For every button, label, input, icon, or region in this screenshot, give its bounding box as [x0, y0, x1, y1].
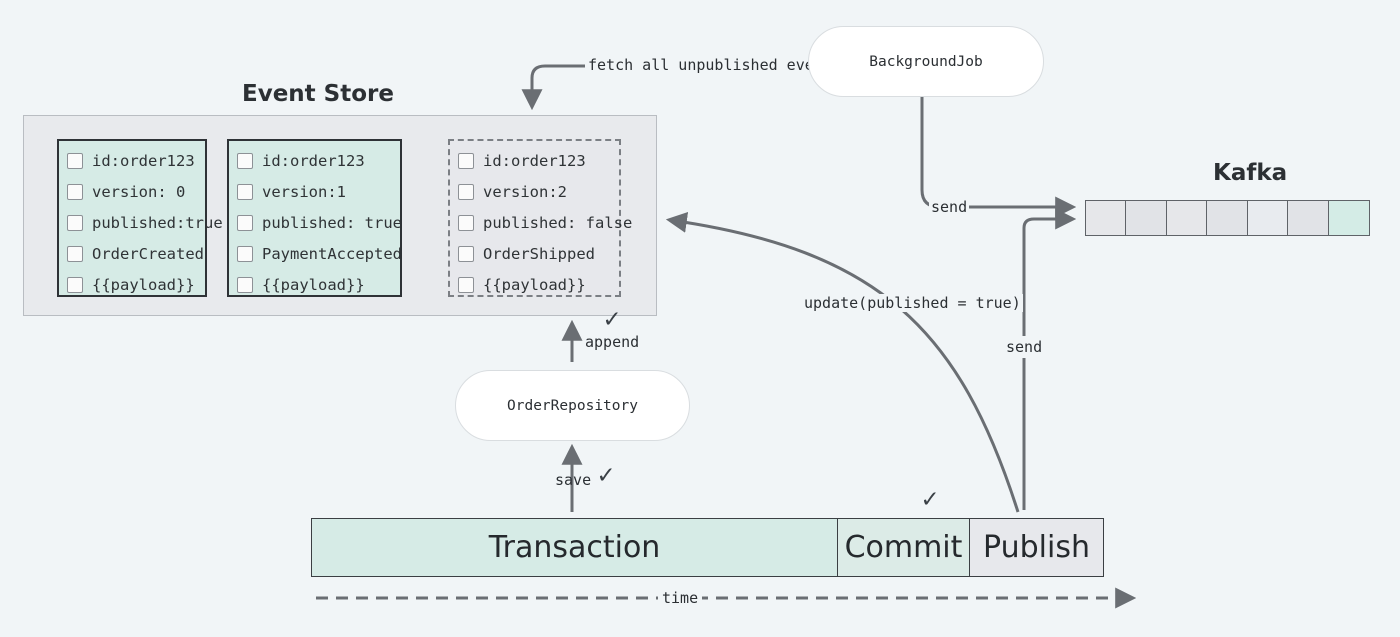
checkbox[interactable] — [67, 214, 83, 231]
field-payload: {{payload}} — [59, 269, 205, 300]
check-icon: ✓ — [922, 484, 938, 514]
field-published: published:true — [59, 207, 223, 238]
kafka-partition-cell — [1246, 200, 1289, 236]
field-version: version:2 — [450, 176, 619, 207]
field-published: published: true — [229, 207, 402, 238]
time-label: time — [658, 589, 703, 607]
transaction-segment: Transaction — [311, 518, 838, 577]
order-repository-node: OrderRepository — [455, 370, 690, 441]
save-label: save — [555, 471, 592, 489]
field-id: id:order123 — [229, 145, 400, 176]
check-icon: ✓ — [604, 304, 620, 334]
event-card-0: id:order123 version: 0 published:true Or… — [57, 139, 223, 300]
checkbox[interactable] — [458, 183, 474, 200]
kafka-partition-cell — [1327, 200, 1370, 236]
send-label-bottom: send — [1005, 336, 1044, 358]
fetch-arrow — [521, 64, 585, 111]
field-published: published: false — [450, 207, 632, 238]
fetch-label: fetch all unpublished events — [588, 56, 841, 74]
kafka-partition-cell — [1287, 200, 1329, 236]
update-arrow — [665, 211, 1020, 513]
checkbox[interactable] — [237, 276, 253, 293]
field-type: OrderCreated — [59, 238, 205, 269]
field-type: PaymentAccepted — [229, 238, 402, 269]
field-version: version: 0 — [59, 176, 205, 207]
send-label-top: send — [929, 198, 970, 216]
publish-send-arrow — [1022, 208, 1077, 510]
event-store-title: Event Store — [242, 81, 394, 107]
checkbox[interactable] — [237, 245, 253, 262]
background-job-node: BackgroundJob — [808, 26, 1044, 97]
checkbox[interactable] — [67, 276, 83, 293]
field-type: OrderShipped — [450, 238, 619, 269]
checkbox[interactable] — [237, 152, 253, 169]
kafka-queue — [1084, 200, 1370, 236]
checkbox[interactable] — [237, 214, 253, 231]
checkbox[interactable] — [67, 183, 83, 200]
check-icon: ✓ — [598, 460, 614, 490]
kafka-partition-cell — [1084, 200, 1127, 236]
kafka-partition-cell — [1165, 200, 1208, 236]
order-repository-label: OrderRepository — [507, 397, 638, 414]
field-id: id:order123 — [450, 145, 619, 176]
field-id: id:order123 — [59, 145, 205, 176]
append-label: append — [585, 333, 640, 351]
checkbox[interactable] — [67, 152, 83, 169]
field-payload: {{payload}} — [229, 269, 400, 300]
field-version: version:1 — [229, 176, 400, 207]
timeline: Transaction Commit Publish — [311, 518, 1104, 577]
kafka-partition-cell — [1125, 200, 1167, 236]
checkbox[interactable] — [458, 214, 474, 231]
commit-segment: Commit — [836, 518, 971, 577]
event-card-1: id:order123 version:1 published: true Pa… — [227, 139, 402, 297]
kafka-title: Kafka — [1213, 160, 1288, 186]
background-job-label: BackgroundJob — [869, 53, 983, 70]
checkbox[interactable] — [237, 183, 253, 200]
kafka-partition-cell — [1206, 200, 1248, 236]
checkbox[interactable] — [458, 276, 474, 293]
background-send-arrow — [920, 95, 1077, 218]
checkbox[interactable] — [458, 245, 474, 262]
publish-segment: Publish — [969, 518, 1104, 577]
event-card-2: id:order123 version:2 published: false O… — [448, 139, 632, 300]
update-label: update(published = true) — [802, 294, 1023, 312]
checkbox[interactable] — [458, 152, 474, 169]
checkbox[interactable] — [67, 245, 83, 262]
field-payload: {{payload}} — [450, 269, 619, 300]
